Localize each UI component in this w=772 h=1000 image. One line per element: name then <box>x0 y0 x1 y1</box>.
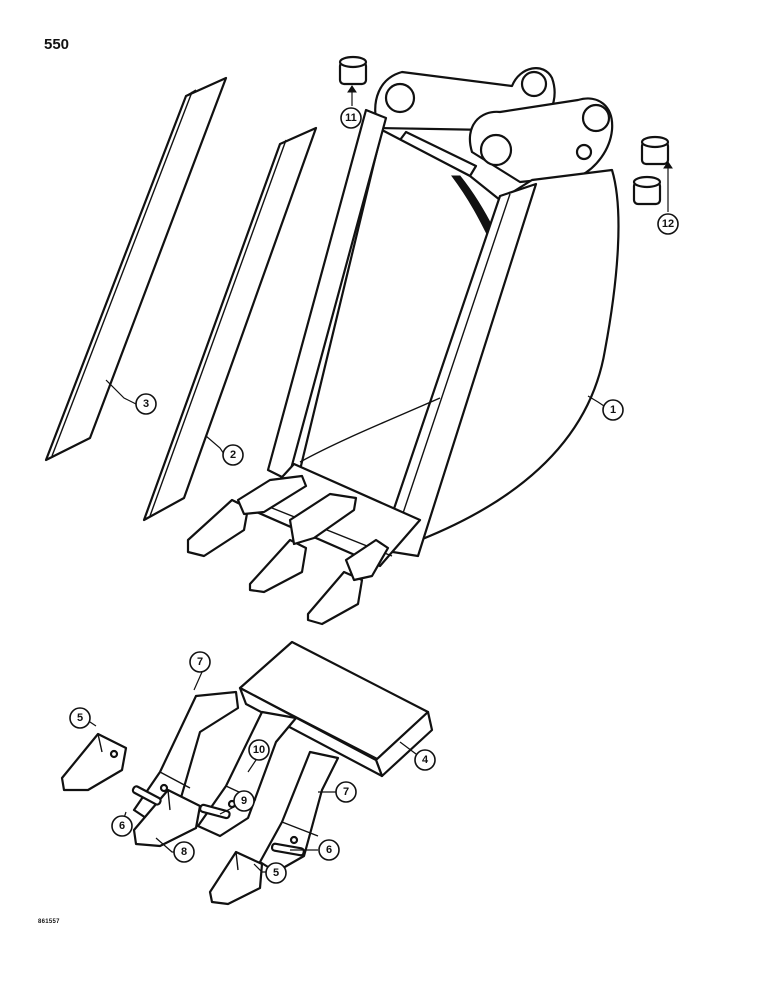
svg-text:5: 5 <box>77 712 83 724</box>
callout-6-lower: 6 <box>318 839 340 861</box>
svg-text:9: 9 <box>241 795 247 807</box>
pin-part-6-upper <box>131 785 162 806</box>
cutting-edge-part-4 <box>238 640 434 778</box>
callout-7-lower: 7 <box>335 781 357 803</box>
callout-5-lower: 5 <box>265 862 287 884</box>
svg-text:12: 12 <box>662 218 674 230</box>
callout-11: 11 <box>340 107 362 129</box>
svg-text:10: 10 <box>253 744 265 756</box>
svg-text:5: 5 <box>273 867 279 879</box>
bushing-part-11 <box>338 55 368 106</box>
mounted-tooth-middle <box>248 492 358 594</box>
pin-part-9 <box>199 803 231 820</box>
tooth-adapter-part-10 <box>196 710 298 838</box>
svg-text:2: 2 <box>230 449 236 461</box>
callout-6-upper: 6 <box>111 815 133 837</box>
svg-text:7: 7 <box>343 786 349 798</box>
callout-3: 3 <box>135 393 157 415</box>
callout-2: 2 <box>222 444 244 466</box>
callout-8: 8 <box>173 841 195 863</box>
svg-text:6: 6 <box>119 820 125 832</box>
callout-7-upper: 7 <box>189 651 211 673</box>
svg-text:8: 8 <box>181 846 187 858</box>
svg-text:4: 4 <box>422 754 429 766</box>
page-number: 550 <box>44 36 70 53</box>
svg-text:7: 7 <box>197 656 203 668</box>
svg-text:6: 6 <box>326 844 332 856</box>
side-cutter-part-2 <box>142 126 318 522</box>
callout-12: 12 <box>657 213 679 235</box>
tooth-tip-part-5-lower <box>208 850 264 906</box>
pin-part-6-lower <box>270 842 305 857</box>
side-cutter-part-3 <box>44 76 228 462</box>
tooth-tip-part-5-upper <box>60 732 128 792</box>
callout-10: 10 <box>248 739 270 761</box>
callout-4: 4 <box>414 749 436 771</box>
tooth-tip-part-8 <box>132 788 202 848</box>
callout-1: 1 <box>602 399 624 421</box>
drawing-code: 861557 <box>38 919 60 925</box>
bushing-part-12 <box>632 135 673 212</box>
svg-text:3: 3 <box>143 398 149 410</box>
svg-text:11: 11 <box>345 112 357 124</box>
bucket-part-1 <box>186 67 620 626</box>
callout-5-upper: 5 <box>69 707 91 729</box>
svg-text:1: 1 <box>610 404 616 416</box>
mounted-tooth-right <box>306 538 390 626</box>
mounted-tooth-left <box>186 474 308 558</box>
callout-9: 9 <box>233 790 255 812</box>
